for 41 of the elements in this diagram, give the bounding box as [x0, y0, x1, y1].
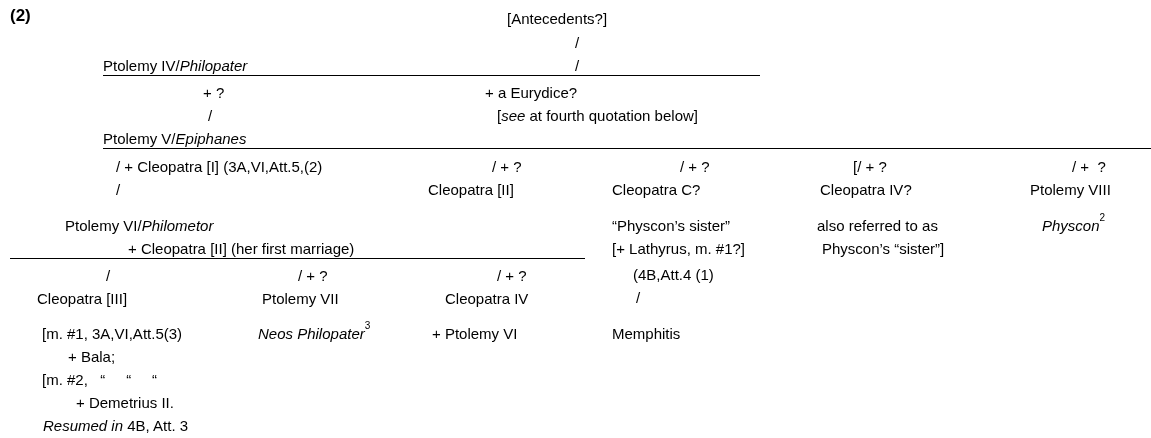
descent-mark: / — [116, 181, 121, 198]
descent-spouse-note: / + ? — [298, 267, 328, 284]
genealogy-entry: [m. #2, “ “ “ — [42, 371, 157, 388]
genealogy-entry: Cleopatra C? — [612, 181, 701, 198]
figure-number: (2) — [10, 6, 31, 26]
descent-mark: / — [106, 267, 111, 284]
descent-spouse-note: / + ? — [1072, 158, 1106, 175]
genealogy-entry: + Demetrius II. — [76, 394, 174, 411]
descent-spouse-note: / + ? — [680, 158, 710, 175]
genealogy-entry: Resumed in 4B, Att. 3 — [43, 417, 189, 434]
genealogy-entry: Cleopatra [II] — [428, 181, 514, 198]
genealogy-entry: Ptolemy VI/Philometor — [65, 217, 214, 234]
genealogy-entry: [m. #1, 3A,VI,Att.5(3) — [42, 325, 183, 342]
genealogy-entry: Cleopatra IV? — [820, 181, 912, 198]
genealogy-entry: Ptolemy VII — [262, 290, 339, 307]
genealogy-entry: [+ Lathyrus, m. #1?] — [612, 240, 745, 257]
descent-mark: / — [575, 57, 580, 74]
genealogy-entry: Cleopatra IV — [445, 290, 529, 307]
descent-mark: / — [208, 107, 213, 124]
genealogy-entry: Ptolemy VIII — [1030, 181, 1111, 198]
descent-spouse-note: / + ? — [497, 267, 527, 284]
descent-spouse-note: [/ + ? — [853, 158, 887, 175]
genealogy-entry: [Antecedents?] — [507, 10, 608, 27]
descent-spouse-note: / + ? — [492, 158, 522, 175]
genealogy-entry: Ptolemy IV/Philopater — [103, 57, 248, 74]
genealogy-entry: Cleopatra [III] — [37, 290, 128, 307]
descent-spouse-note: + a Eurydice? — [485, 84, 578, 101]
genealogy-entry: + Ptolemy VI — [432, 325, 518, 342]
descent-spouse-note: + ? — [203, 84, 225, 101]
descent-mark: / — [575, 34, 580, 51]
genealogy-entry: Ptolemy V/Epiphanes — [103, 130, 247, 147]
descent-mark: / — [636, 289, 641, 306]
descent-spouse-note: / + Cleopatra [I] (3A,VI,Att.5,(2) — [116, 158, 323, 175]
genealogy-entry: + Cleopatra [II] (her first marriage) — [128, 240, 355, 257]
genealogy-entry: (4B,Att.4 (1) — [633, 266, 714, 283]
genealogy-entry: Physcon’s “sister”] — [822, 240, 945, 257]
genealogy-entry: + Bala; — [68, 348, 116, 365]
genealogy-entry: “Physcon’s sister” — [612, 217, 731, 234]
genealogy-entry: also referred to as — [817, 217, 938, 234]
genealogy-entry: [see at fourth quotation below] — [497, 107, 698, 124]
genealogy-entry: Memphitis — [612, 325, 681, 342]
